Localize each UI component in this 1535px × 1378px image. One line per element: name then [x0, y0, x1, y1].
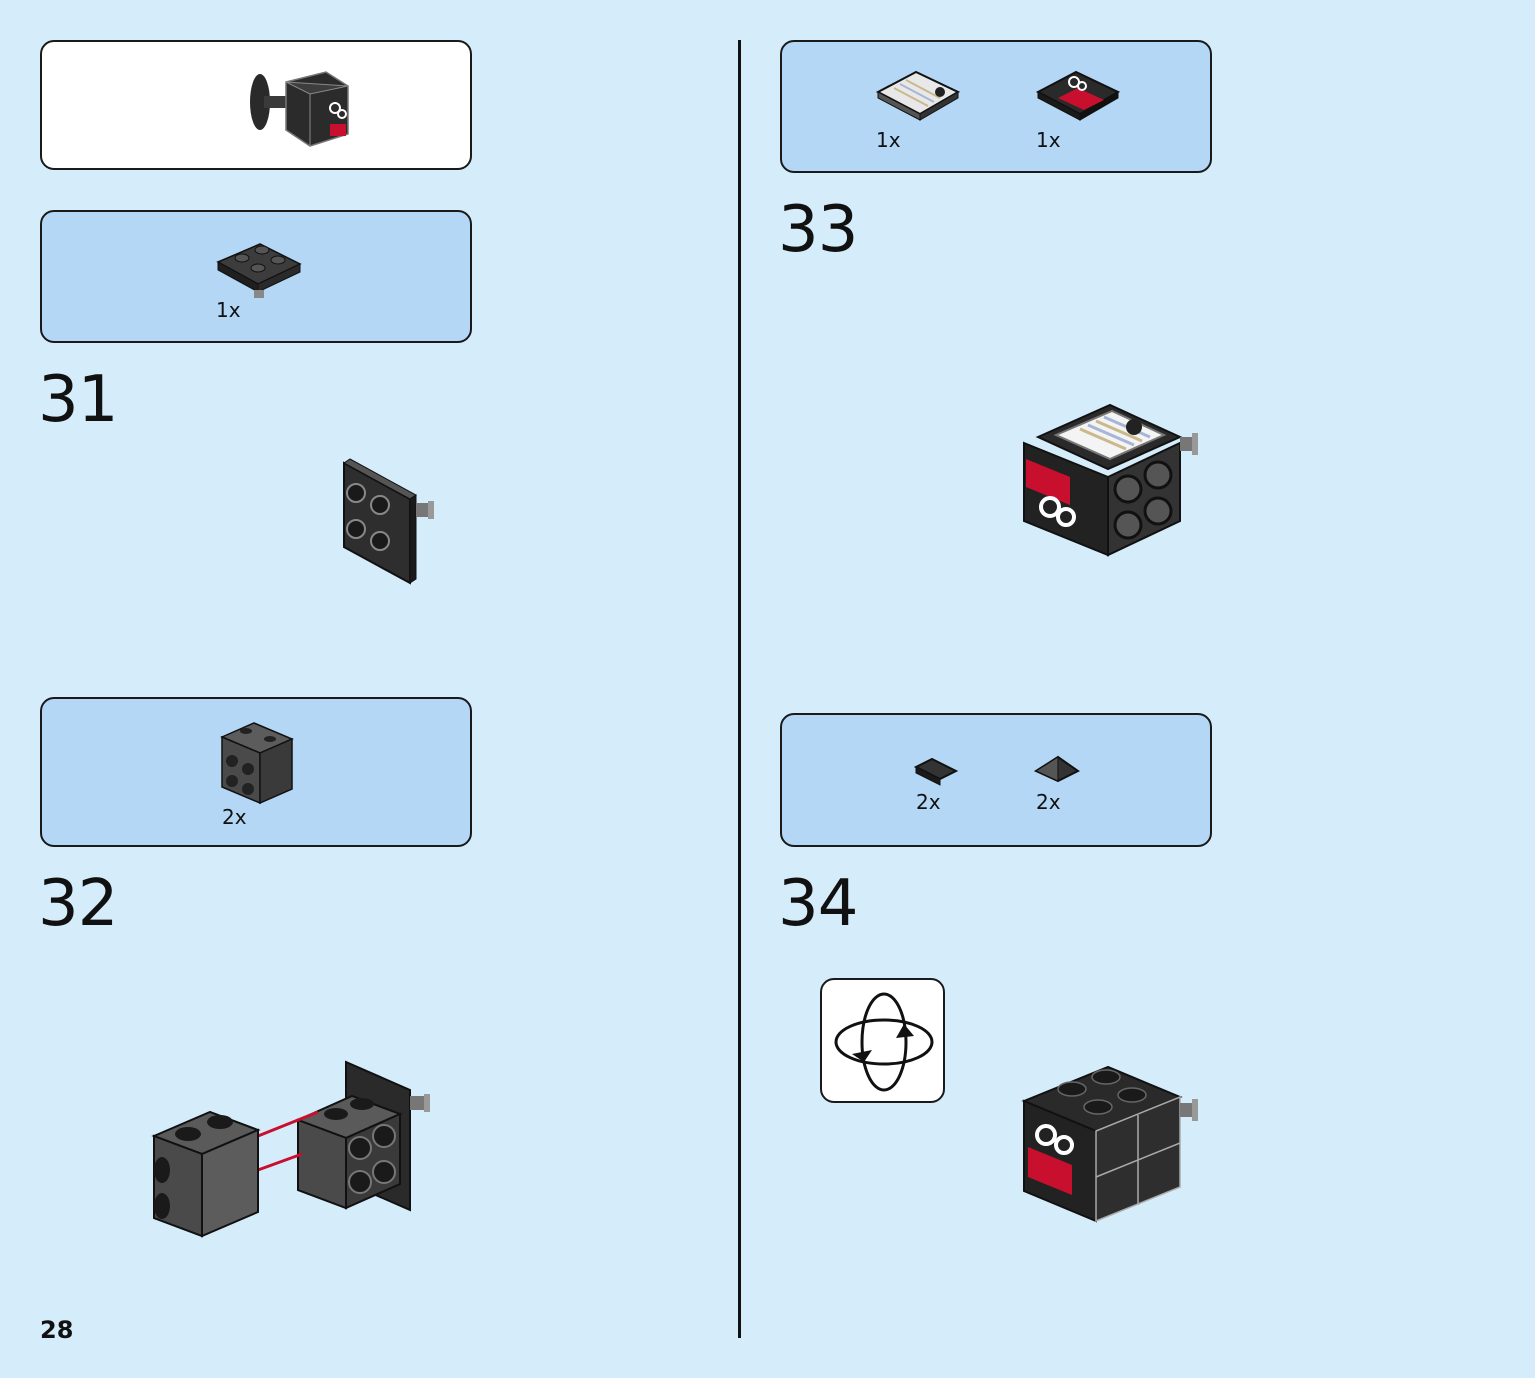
slope-1x1-pyramid-icon — [1033, 755, 1080, 783]
plate-2x2-with-pin-icon — [216, 243, 302, 298]
step-33-parts-callout: 1x 1x — [780, 40, 1212, 173]
part-quantity: 1x — [876, 128, 901, 152]
printed-tile-striped-icon — [875, 70, 961, 121]
step-number: 34 — [778, 867, 858, 941]
rotate-callout — [820, 978, 945, 1103]
part-quantity: 1x — [1036, 128, 1061, 152]
rotate-model-icon — [834, 992, 934, 1092]
printed-tile-red-white-icon — [1035, 70, 1121, 121]
step-32-model-illustration — [151, 1060, 430, 1238]
part-quantity: 2x — [1036, 790, 1061, 814]
step-34-parts-callout: 2x 2x — [780, 713, 1212, 847]
step-number: 31 — [38, 363, 118, 437]
tile-1x1-round-corner-icon — [913, 757, 959, 786]
part-quantity: 2x — [916, 790, 941, 814]
page-divider — [738, 40, 741, 1338]
step-number: 32 — [38, 867, 118, 941]
step-31-model-illustration — [343, 458, 434, 585]
step-31-parts-callout: 1x — [40, 210, 472, 343]
step-32-parts-callout: 2x — [40, 697, 472, 847]
step-number: 33 — [778, 193, 858, 267]
part-quantity: 2x — [222, 805, 247, 829]
step-34-model-illustration — [1021, 1065, 1198, 1223]
submodel-preview-icon — [250, 71, 349, 147]
brick-with-side-studs-icon — [220, 722, 294, 805]
page-number: 28 — [40, 1316, 74, 1344]
submodel-preview-box — [40, 40, 472, 170]
step-33-model-illustration — [1023, 403, 1198, 557]
part-quantity: 1x — [216, 298, 241, 322]
